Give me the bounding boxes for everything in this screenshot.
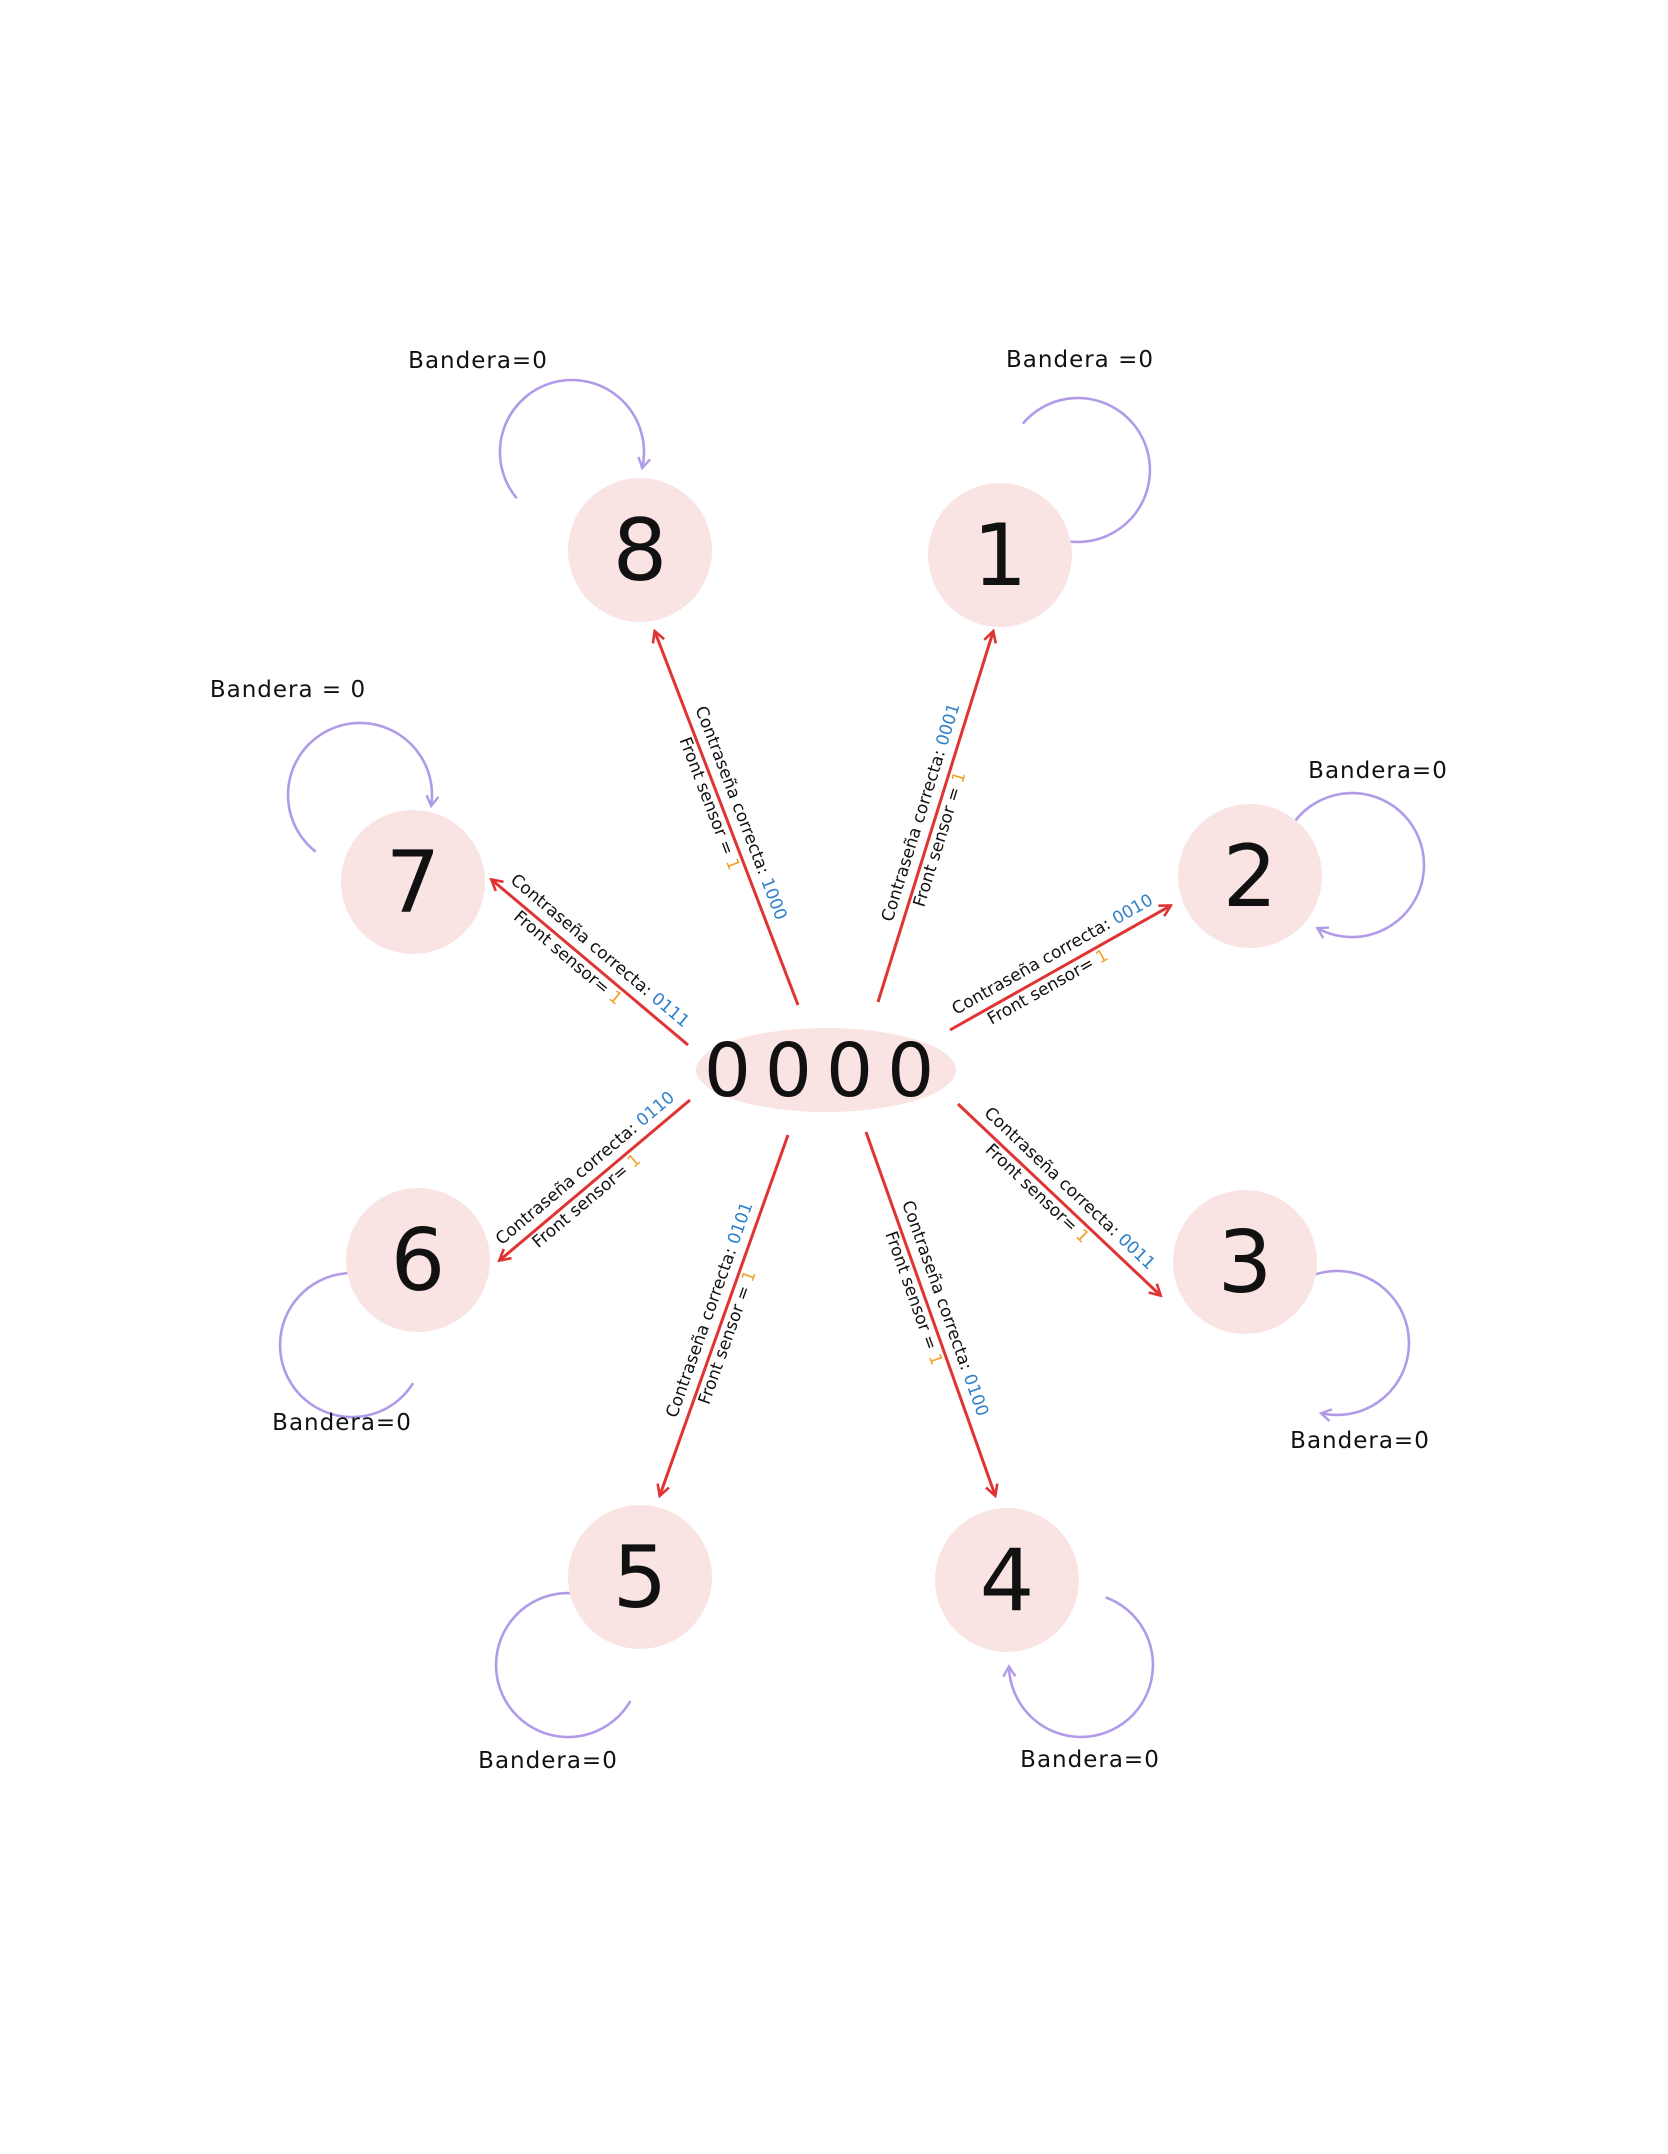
flag-label-7: Bandera = 0 [210,677,366,703]
state-node-4 [935,1508,1079,1652]
state-node-8 [568,478,712,622]
condition-code: 0100 [959,1371,992,1418]
state-node-7 [341,810,485,954]
self-loop-5 [494,1593,632,1739]
flag-label-3: Bandera=0 [1290,1428,1430,1454]
center-state-ellipse [696,1028,956,1112]
center-state-label: 0000 [704,1028,948,1114]
transition-arrow-4 [864,1131,995,1495]
self-loops: Bandera =0Bandera=0Bandera=0Bandera=0Ban… [210,347,1448,1774]
states: 1 2 3 4 5 6 7 8 [341,478,1322,1652]
condition-code: 0011 [1114,1230,1159,1274]
flag-label-8: Bandera=0 [408,348,548,374]
condition-password-2: Contraseña correcta: 0010 [949,890,1157,1019]
condition-code: 0110 [633,1088,679,1131]
self-loop-8 [498,378,644,500]
state-label-5: 5 [613,1528,668,1628]
flag-label-2: Bandera=0 [1308,758,1448,784]
state-node-6 [346,1188,490,1332]
state-node-5 [568,1505,712,1649]
self-loop-6 [278,1273,415,1419]
transition-arrow-3 [956,1102,1160,1295]
state-label-6: 6 [391,1211,446,1311]
flag-label-1: Bandera =0 [1006,347,1154,373]
transition-arrow-5 [660,1134,790,1495]
flag-label-6: Bandera=0 [272,1410,412,1436]
self-loop-1 [1021,396,1152,542]
flag-label-4: Bandera=0 [1020,1747,1160,1773]
state-label-1: 1 [973,506,1028,606]
condition-code: 0111 [647,989,693,1032]
transition-arrow-2 [949,906,1170,1032]
state-label-8: 8 [613,501,668,601]
condition-code: 0101 [724,1200,757,1247]
center-state: 0000 [696,1028,956,1114]
state-label-3: 3 [1218,1213,1273,1313]
flag-label-5: Bandera=0 [478,1748,618,1774]
self-loop-4 [1009,1596,1155,1739]
state-label-4: 4 [980,1531,1035,1631]
transition-arrow-6 [500,1098,691,1260]
state-label-2: 2 [1223,827,1278,927]
condition-password-7: Contraseña correcta: 0111 [506,870,693,1032]
self-loop-7 [286,721,432,853]
self-loop-2 [1294,791,1426,937]
state-node-2 [1178,804,1322,948]
transition-arrow-8 [655,632,800,1006]
condition-password-3: Contraseña correcta: 0011 [980,1103,1159,1274]
condition-code: 1000 [756,875,790,923]
transition-arrow-1 [876,632,993,1003]
state-node-1 [928,483,1072,627]
transition-arrow-7 [492,880,689,1047]
state-node-3 [1173,1190,1317,1334]
condition-code: 0010 [1109,890,1157,929]
state-label-7: 7 [386,833,441,933]
condition-password-6: Contraseña correcta: 0110 [492,1088,679,1250]
